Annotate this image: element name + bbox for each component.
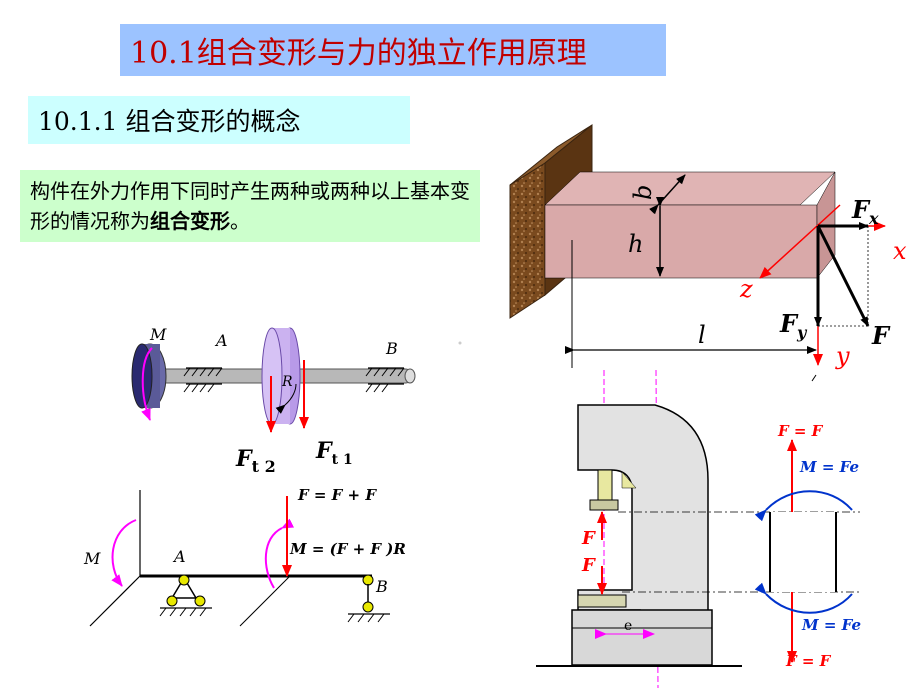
section-heading: 10.1.1 组合变形的概念: [28, 96, 410, 144]
beam-top-face: [544, 171, 836, 206]
label-e: e: [624, 618, 632, 634]
svg-text:Ft 2: Ft 2: [235, 446, 276, 476]
svg-text:Ft 1: Ft 1: [315, 438, 353, 468]
label-x: x: [893, 237, 907, 265]
label-z: z: [739, 275, 753, 303]
press-diagram: F F e F = F M = Fe M = Fe F = F: [536, 369, 861, 689]
svg-text:M: M: [83, 549, 101, 568]
svg-text:A: A: [172, 547, 186, 566]
svg-text:A: A: [214, 331, 228, 350]
svg-text:R: R: [281, 374, 293, 390]
label-b: b: [629, 185, 657, 200]
label-Fx: Fx: [851, 195, 879, 228]
definition-tail: 。: [230, 209, 250, 233]
svg-text:F: F: [581, 555, 596, 576]
shaft-diagram: M R A B Ft 2 Ft 1: [131, 325, 462, 476]
section-heading-text: 10.1.1 组合变形的概念: [38, 107, 301, 136]
label-l: l: [698, 321, 706, 349]
definition-text: 构件在外力作用下同时产生两种或两种以上基本变形的情况称为: [30, 179, 470, 233]
label-Fy: Fy: [779, 309, 808, 342]
definition-box: 构件在外力作用下同时产生两种或两种以上基本变形的情况称为组合变形。: [20, 170, 480, 242]
slide-title: 10.1组合变形与力的独立作用原理: [120, 24, 666, 76]
wall: [509, 162, 546, 319]
eq-F-bottom: F = F: [785, 652, 832, 670]
eq-F-top: F = F: [777, 422, 824, 440]
svg-text:F: F: [581, 528, 596, 549]
definition-emphasis: 组合变形: [150, 209, 230, 233]
eq-M-bottom: M = Fe: [801, 616, 861, 634]
slide-title-text: 10.1组合变形与力的独立作用原理: [130, 36, 587, 71]
svg-text:B: B: [375, 577, 388, 596]
beam-model: M A B F = F + F M = (F + F )R: [83, 486, 406, 627]
cantilever-diagram: b h l x y z Fx Fy F: [509, 123, 907, 382]
eq-M-top: M = Fe: [799, 458, 859, 476]
label-h: h: [628, 230, 643, 258]
eq-M: M = (F + F )R: [289, 540, 406, 558]
label-y: y: [835, 342, 850, 370]
svg-text:B: B: [385, 339, 398, 358]
svg-text:M: M: [149, 325, 167, 344]
eq-Fr: F = F + F: [297, 486, 377, 504]
beam-front-face: [544, 204, 818, 279]
label-F: F: [871, 321, 891, 350]
